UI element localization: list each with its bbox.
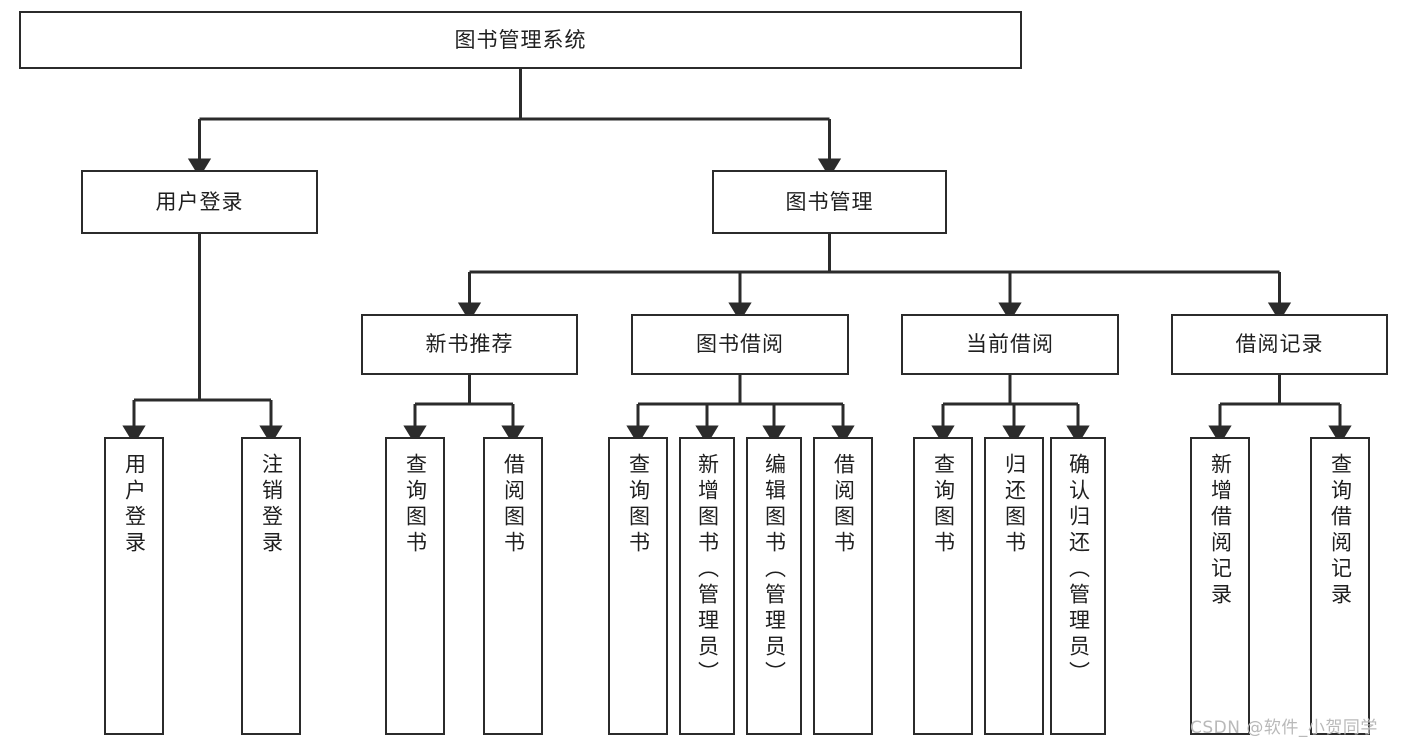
- node-leaf-bo-edit[interactable]: 编辑图书（管理员）: [746, 437, 802, 735]
- node-label: 查询图书: [403, 453, 428, 557]
- node-label: 借阅图书: [831, 453, 856, 557]
- node-leaf-bo-add[interactable]: 新增图书（管理员）: [679, 437, 735, 735]
- node-leaf-cu-query[interactable]: 查询图书: [913, 437, 973, 735]
- node-leaf-re-add[interactable]: 新增借阅记录: [1190, 437, 1250, 735]
- node-label: 图书借阅: [696, 332, 784, 357]
- watermark-label: CSDN @软件_小贺同学: [1190, 718, 1378, 738]
- node-label: 新增借阅记录: [1208, 453, 1233, 609]
- node-leaf-bo-query[interactable]: 查询图书: [608, 437, 668, 735]
- node-label: 借阅记录: [1235, 332, 1324, 357]
- node-leaf-re-query[interactable]: 查询借阅记录: [1310, 437, 1370, 735]
- node-records[interactable]: 借阅记录: [1171, 314, 1388, 375]
- node-label: 确认归还（管理员）: [1066, 453, 1091, 687]
- node-leaf-user-login[interactable]: 用户登录: [104, 437, 164, 735]
- node-leaf-cu-confirm[interactable]: 确认归还（管理员）: [1050, 437, 1106, 735]
- node-label: 归还图书: [1002, 453, 1027, 557]
- node-label: 图书管理系统: [454, 27, 587, 52]
- edge-paths: [122, 69, 1352, 445]
- node-newbook[interactable]: 新书推荐: [361, 314, 578, 375]
- node-label: 用户登录: [155, 189, 244, 214]
- node-leaf-bo-borrow[interactable]: 借阅图书: [813, 437, 873, 735]
- node-label: 查询图书: [931, 453, 956, 557]
- node-current[interactable]: 当前借阅: [901, 314, 1119, 375]
- node-label: 当前借阅: [966, 332, 1054, 357]
- node-label: 注销登录: [259, 453, 284, 557]
- node-label: 新增图书（管理员）: [695, 453, 720, 687]
- node-bookmgmt[interactable]: 图书管理: [712, 170, 947, 234]
- node-label: 新书推荐: [425, 332, 514, 357]
- node-leaf-user-logout[interactable]: 注销登录: [241, 437, 301, 735]
- node-label: 图书管理: [785, 189, 874, 214]
- node-label: 借阅图书: [501, 453, 526, 557]
- node-leaf-cu-return[interactable]: 归还图书: [984, 437, 1044, 735]
- node-label: 查询借阅记录: [1328, 453, 1353, 609]
- node-label: 查询图书: [626, 453, 651, 557]
- node-borrow[interactable]: 图书借阅: [631, 314, 849, 375]
- node-label: 编辑图书（管理员）: [762, 453, 787, 687]
- node-root[interactable]: 图书管理系统: [19, 11, 1022, 69]
- node-leaf-nb-query[interactable]: 查询图书: [385, 437, 445, 735]
- node-leaf-nb-borrow[interactable]: 借阅图书: [483, 437, 543, 735]
- node-label: 用户登录: [122, 453, 147, 557]
- node-login[interactable]: 用户登录: [81, 170, 318, 234]
